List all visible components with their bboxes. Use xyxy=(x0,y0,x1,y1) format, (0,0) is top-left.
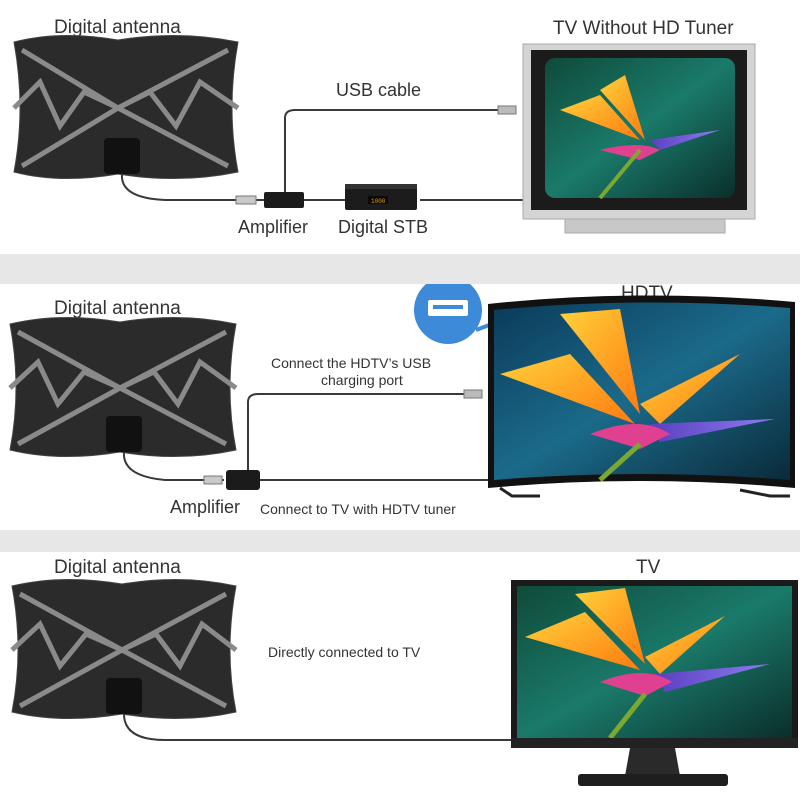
tuner-note: Connect to TV with HDTV tuner xyxy=(260,501,456,517)
panel-1-illustration: 1000 xyxy=(12,34,756,234)
antenna-label: Digital antenna xyxy=(54,557,181,578)
cable xyxy=(123,713,512,741)
antenna-icon xyxy=(12,34,240,180)
antenna-label: Digital antenna xyxy=(54,298,181,319)
stb-display: 1000 xyxy=(371,198,386,205)
panel-hdtv: Digital antenna HDTV Connect the HDTV’s … xyxy=(0,284,800,530)
tv-label: TV Without HD Tuner xyxy=(553,18,734,39)
cable xyxy=(120,109,525,201)
panel-tv-direct: Digital antenna TV Directly connected to… xyxy=(0,552,800,800)
coax-connector-icon xyxy=(235,195,257,205)
amplifier-icon xyxy=(264,192,304,208)
direct-note: Directly connected to TV xyxy=(268,644,421,660)
antenna-icon xyxy=(8,316,238,458)
panel-3-illustration xyxy=(10,578,798,786)
usb-port-icon xyxy=(414,284,493,344)
amplifier-label: Amplifier xyxy=(238,217,309,237)
television-icon xyxy=(488,295,795,498)
usb-plug-icon xyxy=(497,105,517,115)
section-divider xyxy=(0,254,800,284)
stb-label: Digital STB xyxy=(338,217,429,237)
set-top-box-icon xyxy=(345,184,417,210)
antenna-label: Digital antenna xyxy=(54,17,181,38)
amplifier-label: Amplifier xyxy=(170,497,241,517)
television-icon xyxy=(522,43,756,234)
television-icon xyxy=(511,580,798,786)
panel-tv-without-hd-tuner: Digital antenna TV Without HD Tuner USB … xyxy=(0,0,800,254)
coax-connector-icon xyxy=(203,475,223,485)
usb-note-line-1: Connect the HDTV’s USB xyxy=(271,355,432,371)
section-divider xyxy=(0,530,800,552)
usb-cable-label: USB cable xyxy=(336,80,422,100)
usb-note-line-2: charging port xyxy=(321,372,403,388)
tv-label: TV xyxy=(636,557,661,578)
usb-plug-icon xyxy=(463,389,483,399)
cable xyxy=(122,393,490,481)
panel-2-illustration xyxy=(8,284,795,498)
antenna-icon xyxy=(10,578,238,720)
amplifier-icon xyxy=(226,470,260,490)
